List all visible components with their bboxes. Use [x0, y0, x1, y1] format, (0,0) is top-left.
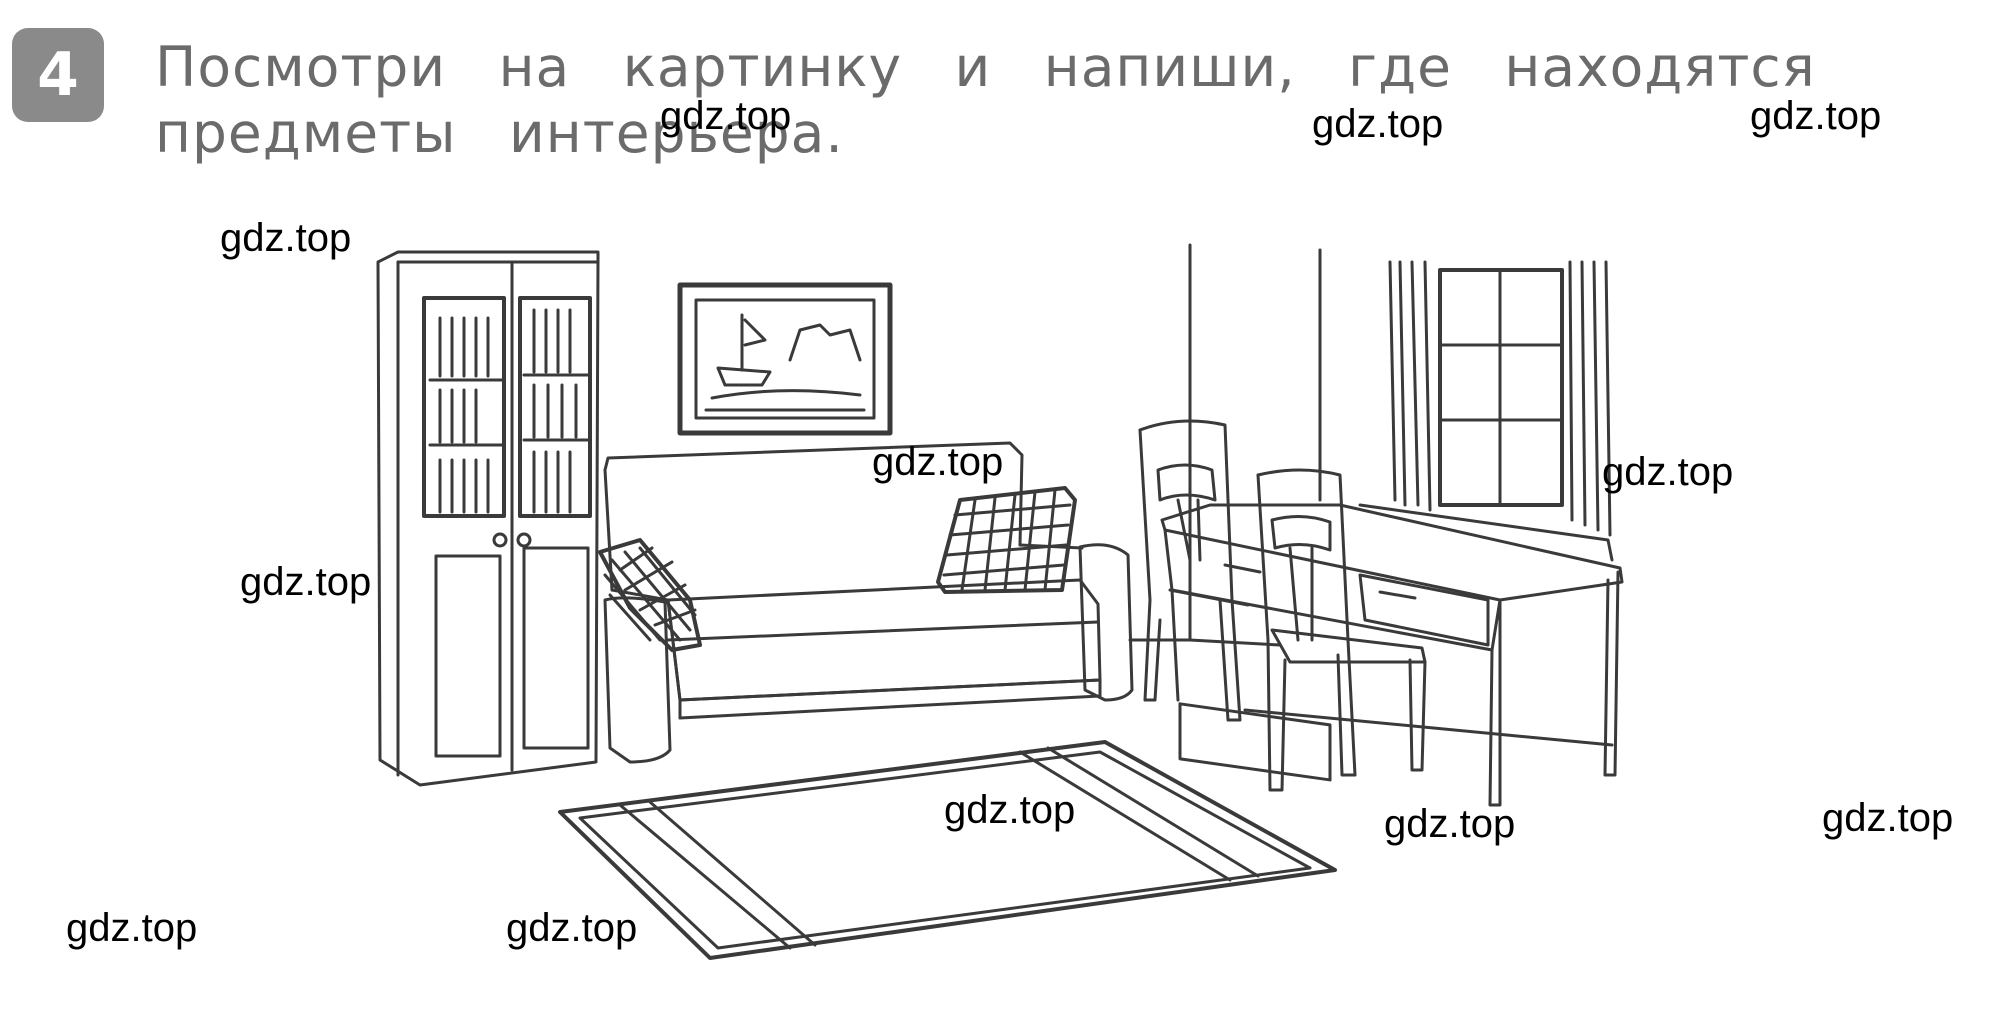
- watermark: gdz.top: [872, 440, 1004, 484]
- watermark: gdz.top: [1384, 802, 1516, 846]
- cushion-right: [936, 486, 1077, 594]
- bookcase: [376, 250, 600, 787]
- sofa: [603, 441, 1134, 764]
- watermark: gdz.top: [240, 560, 372, 604]
- watermark: gdz.top: [66, 906, 198, 950]
- watermark: gdz.top: [506, 906, 638, 950]
- task-number-badge: 4: [12, 28, 104, 122]
- watermark: gdz.top: [1822, 796, 1954, 840]
- chair-back: [1138, 419, 1250, 722]
- rug: [558, 740, 1337, 960]
- watermark: gdz.top: [220, 216, 352, 260]
- floor-line: [1243, 708, 1614, 747]
- watermark: gdz.top: [1312, 102, 1444, 146]
- window: [1358, 260, 1614, 562]
- chair-front: [1256, 468, 1427, 792]
- cushion-left: [598, 538, 702, 652]
- watermark: gdz.top: [660, 94, 792, 138]
- watermark: gdz.top: [944, 788, 1076, 832]
- desk: [1160, 503, 1624, 807]
- wall-picture: [677, 282, 893, 436]
- watermark: gdz.top: [1750, 94, 1882, 138]
- task-instruction: Посмотри на картинку и напиши, где наход…: [155, 35, 1816, 165]
- watermark: gdz.top: [1602, 450, 1734, 494]
